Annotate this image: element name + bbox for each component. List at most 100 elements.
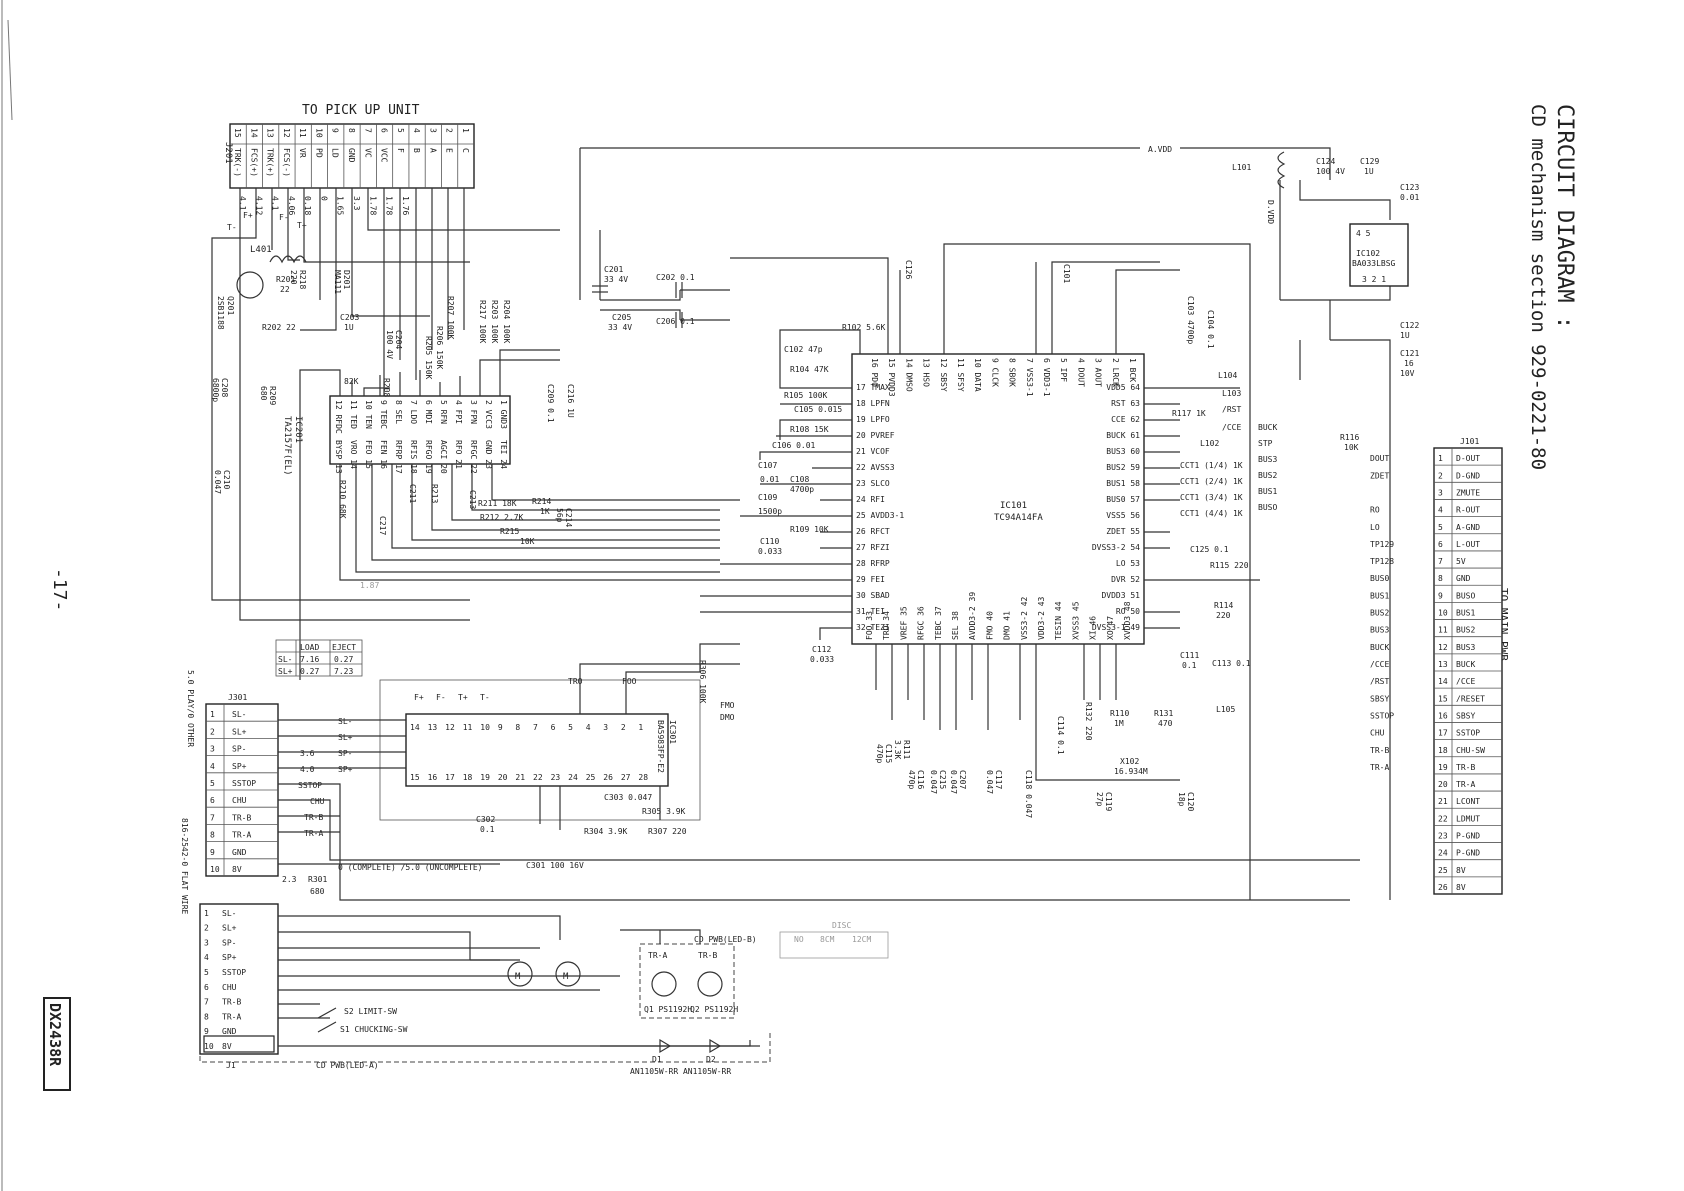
c103-label: C103 4700p bbox=[1186, 296, 1195, 344]
c126-label: C126 bbox=[904, 260, 913, 279]
load-row2-load: 0.27 bbox=[300, 667, 319, 676]
r201-label: R201 bbox=[276, 275, 295, 284]
j1-pin-name: SSTOP bbox=[222, 968, 246, 977]
j101-ref: J101 bbox=[1460, 437, 1479, 446]
r111-label: R111 bbox=[902, 740, 911, 759]
load-row2-eject: 7.23 bbox=[334, 667, 353, 676]
j101-pin-name: D-GND bbox=[1456, 471, 1480, 480]
ic102-pins-top: 4 5 bbox=[1356, 229, 1371, 238]
c108-label: C108 bbox=[790, 475, 809, 484]
j101-pin-number: 15 bbox=[1438, 694, 1448, 703]
j101-pin-name: /CCE bbox=[1456, 677, 1475, 686]
r217-label: R217 100K bbox=[478, 300, 487, 344]
c213-label: C213 bbox=[468, 490, 477, 509]
c117-label: C117 bbox=[994, 770, 1003, 789]
stp-out: STP bbox=[1258, 439, 1273, 448]
chucking-switch-label: S1 CHUCKING-SW bbox=[340, 1025, 408, 1034]
j101-net-label: DOUT bbox=[1370, 454, 1389, 463]
c214-block: C214 56p bbox=[555, 508, 573, 527]
ic301-fmo: FMO bbox=[720, 701, 735, 710]
r210-block: R210 68K bbox=[338, 480, 347, 519]
r111-block: R111 3.3K bbox=[893, 740, 911, 759]
ic101-left-pin: 22 AVSS3 bbox=[856, 463, 895, 472]
j301-volt-1: 3.6 bbox=[300, 749, 315, 758]
c303-label: C303 0.047 bbox=[604, 793, 652, 802]
c120-block: C120 18p bbox=[1177, 792, 1195, 811]
j101-pin-name: P-GND bbox=[1456, 849, 1480, 858]
model-code-box bbox=[43, 997, 71, 1091]
c129-value: 1U bbox=[1364, 167, 1374, 176]
q201-label: Q201 bbox=[226, 296, 235, 315]
ic201-top-pin: 9 TEBC bbox=[379, 400, 388, 429]
c201-value: 33 4V bbox=[604, 275, 628, 284]
j301-pin-number: 5 bbox=[210, 779, 215, 788]
pickup-pins: 15TRK(-)14FCS(+)13TRK(+)12FCS(-)11VR10PD… bbox=[233, 124, 470, 188]
ic101-top-pin: 4 DOUT bbox=[1076, 358, 1085, 387]
c125-label: C125 0.1 bbox=[1190, 545, 1229, 554]
c121-value-2: 10V bbox=[1400, 369, 1415, 378]
model-code: DX2438R bbox=[46, 1003, 64, 1067]
pickup-voltage: 1.76 bbox=[401, 196, 410, 215]
c116-value: 470p bbox=[907, 770, 916, 789]
ic101-bottom-pin: XVDD3 48 bbox=[1123, 601, 1132, 640]
c216-label: C216 1U bbox=[566, 384, 575, 418]
ic101-left-pin: 21 VCOF bbox=[856, 447, 890, 456]
r132-block: R132 220 bbox=[1084, 702, 1093, 741]
j101-pin-name: LDMUT bbox=[1456, 814, 1480, 823]
load-eject-table: LOAD EJECT SL- 7.16 0.27 SL+ 0.27 7.23 bbox=[275, 639, 363, 677]
j1-pin-number: 1 bbox=[204, 909, 209, 918]
trk-label-1: T- bbox=[227, 223, 237, 232]
r114-value: 220 bbox=[1216, 611, 1231, 620]
j101-pin-number: 17 bbox=[1438, 729, 1448, 738]
c112-label: C112 bbox=[812, 645, 831, 654]
ic301-wires bbox=[539, 643, 740, 830]
ic301-top-pin: 5 bbox=[568, 723, 573, 732]
trk-label-3: F- bbox=[279, 213, 289, 222]
ic101-left-pin: 19 LPFO bbox=[856, 415, 890, 424]
ic101-left-pin: 18 LPFN bbox=[856, 399, 890, 408]
spindle-motor-label: M bbox=[563, 972, 569, 982]
r214-value: 1K bbox=[540, 507, 550, 516]
c122-label: C122 bbox=[1400, 321, 1419, 330]
avdd-net-label: A.VDD bbox=[1148, 145, 1172, 154]
j101-pin-name: R-OUT bbox=[1456, 506, 1480, 515]
c214-label: C214 bbox=[564, 508, 573, 527]
j101-pin-name: L-OUT bbox=[1456, 540, 1480, 549]
ic101-top-pin: 6 VDD3-1 bbox=[1042, 358, 1051, 397]
r115-label: R115 220 bbox=[1210, 561, 1249, 570]
j1-pin-name: TR-A bbox=[222, 1012, 241, 1021]
j1-pin-number: 10 bbox=[204, 1042, 214, 1051]
c123-label: C123 bbox=[1400, 183, 1419, 192]
ic301-bottom-pin: 25 bbox=[586, 773, 596, 782]
j101-net-label: TR-A bbox=[1370, 763, 1389, 772]
ic101-bottom-pin: TESIN 44 bbox=[1054, 601, 1063, 640]
dvdd-block: D.VDD bbox=[1266, 200, 1275, 224]
c211-block: C211 bbox=[408, 484, 417, 503]
r213-block: R213 bbox=[430, 484, 439, 503]
ic301-bottom-pin: 16 bbox=[428, 773, 438, 782]
sled-motor-label: M bbox=[515, 972, 521, 982]
scan-mark bbox=[7, 19, 13, 121]
rst-out: /RST bbox=[1222, 405, 1241, 414]
pickup-wires bbox=[211, 188, 560, 621]
j301-pin-name: SSTOP bbox=[232, 779, 256, 788]
d2-label: D2 bbox=[706, 1055, 716, 1064]
limit-switch-label: S2 LIMIT-SW bbox=[344, 1007, 397, 1016]
load-header: LOAD bbox=[300, 643, 319, 652]
j301-pin-number: 3 bbox=[210, 745, 215, 754]
j301-net-6: CHU bbox=[310, 797, 325, 806]
pickup-voltage: 4.1 bbox=[271, 196, 280, 211]
r217-block: R217 100K bbox=[478, 300, 487, 344]
sled-motor-symbol bbox=[507, 961, 533, 987]
ic201-bottom-pin: GND 23 bbox=[484, 440, 493, 469]
spindle-motor-symbol bbox=[555, 961, 581, 987]
c119-value: 27p bbox=[1095, 792, 1104, 807]
j101-net-label: BUS3 bbox=[1370, 626, 1389, 635]
ic101-top-pin: 16 PDO bbox=[870, 358, 879, 387]
c101-block: C101 bbox=[1062, 264, 1071, 283]
c119-block: C119 27p bbox=[1095, 792, 1113, 811]
bus-out-labels: /RST /CCE BUCK STP BUS3 BUS2 BUS1 BUSO bbox=[1222, 405, 1277, 512]
r206-block: R206 150K bbox=[435, 326, 444, 370]
r201-value: 22 bbox=[280, 285, 290, 294]
